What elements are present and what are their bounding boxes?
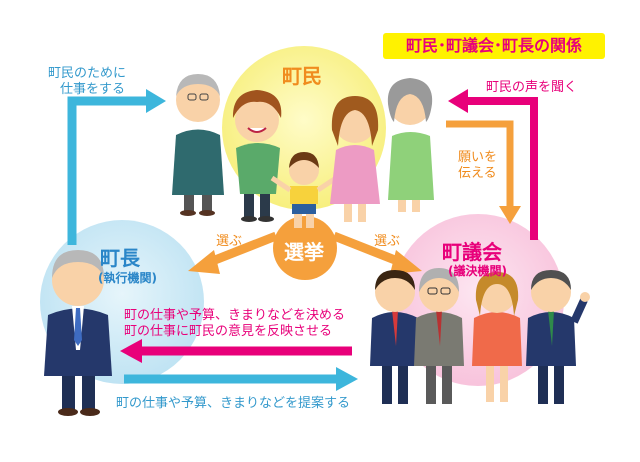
edge-label-residents-to-council-2: 伝える [458, 166, 497, 181]
council-member-1-figure [370, 270, 420, 404]
arrowhead-council-to-mayor [120, 339, 142, 363]
election-circle [273, 216, 337, 280]
mother-figure [330, 96, 380, 222]
arrow-mayor-to-residents [67, 96, 148, 245]
edge-label-council-from-residents: 町民の声を聞く [486, 80, 578, 95]
elderly-woman-figure [387, 78, 434, 212]
arrow-elect-mayor [208, 231, 278, 267]
council-member-4-figure [526, 270, 590, 404]
council-member-2-figure [414, 268, 464, 404]
arrowhead-council-to-residents [448, 89, 468, 113]
edge-label-elect-council: 選ぶ [374, 234, 401, 249]
father-figure [232, 90, 282, 222]
council-sublabel: (議決機関) [448, 264, 507, 278]
edge-label-council-to-mayor-2: 町の仕事に町民の意見を反映させる [124, 324, 333, 339]
diagram-title: 町民･町議会･町長の関係 [383, 33, 605, 59]
edge-label-mayor-to-residents-2: 仕事をする [60, 82, 126, 97]
arrowhead-mayor-to-residents [146, 89, 166, 113]
arrow-elect-council [332, 231, 402, 267]
residents-label: 町民 [282, 64, 322, 88]
edge-label-residents-to-council-1: 願いを [458, 150, 498, 165]
mayor-label: 町長 [100, 246, 140, 270]
arrowhead-elect-council [390, 250, 422, 274]
arrow-residents-to-council [446, 120, 514, 208]
arrowhead-elect-mayor [188, 250, 220, 274]
council-member-3-figure [472, 272, 522, 402]
election-label: 選挙 [284, 240, 324, 264]
edge-label-mayor-to-council: 町の仕事や予算、きまりなどを提案する [116, 396, 351, 411]
elderly-man-figure [172, 74, 224, 216]
child-figure [270, 152, 338, 228]
arrowhead-residents-to-council [499, 206, 521, 224]
mayor-figure [44, 250, 112, 416]
council-label: 町議会 [442, 240, 502, 264]
edge-label-council-to-mayor-1: 町の仕事や予算、きまりなどを決める [124, 308, 346, 323]
arrow-council-to-residents [466, 97, 538, 240]
edge-label-elect-mayor: 選ぶ [216, 234, 243, 249]
mayor-sublabel: (執行機関) [98, 271, 157, 285]
arrowhead-mayor-to-council [336, 367, 358, 391]
edge-label-mayor-to-residents-1: 町民のために [48, 66, 127, 81]
